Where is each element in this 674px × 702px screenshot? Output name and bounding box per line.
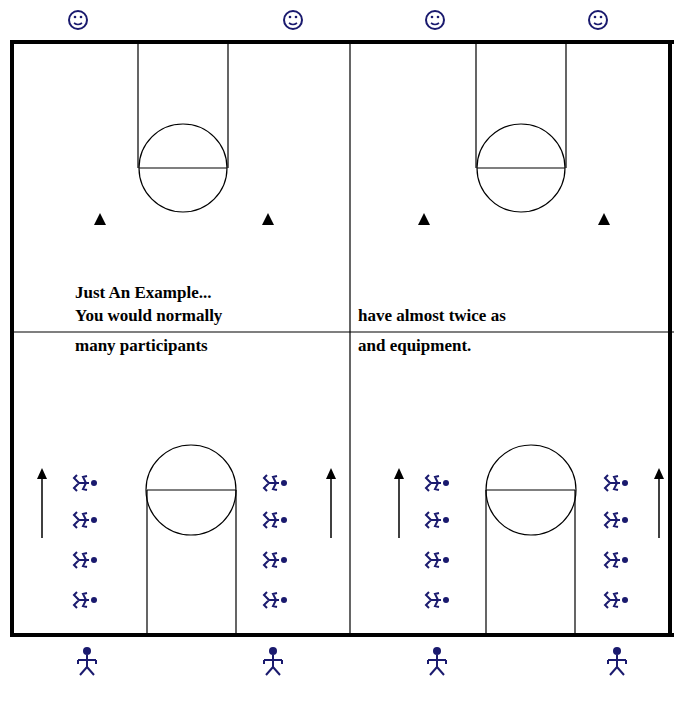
- standing-player: [78, 647, 626, 675]
- note-text: Just An Example...: [75, 283, 212, 303]
- note-text: many participants: [75, 336, 208, 356]
- direction-arrow: [37, 468, 664, 538]
- player-figure: [74, 475, 628, 608]
- court-lines: [10, 40, 674, 637]
- coach-face: [69, 11, 607, 29]
- note-text: have almost twice as: [358, 306, 506, 326]
- cone: [94, 213, 610, 225]
- note-text: and equipment.: [358, 336, 471, 356]
- note-text: You would normally: [75, 306, 222, 326]
